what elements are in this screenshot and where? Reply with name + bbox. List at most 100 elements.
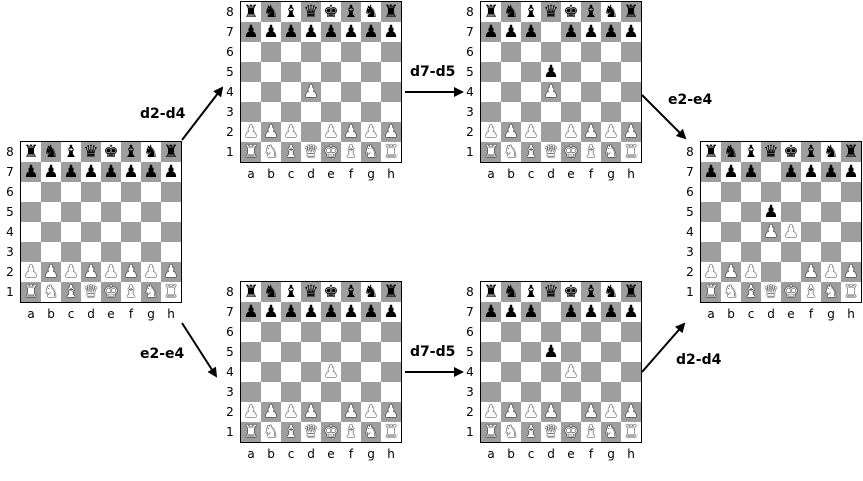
square-e3 bbox=[561, 382, 581, 402]
square-d3 bbox=[541, 382, 561, 402]
move-label-bottom-second: d7-d5 bbox=[410, 344, 456, 360]
square-d2 bbox=[761, 262, 781, 282]
square-a2: ♟ bbox=[241, 402, 261, 422]
square-d7: ♟ bbox=[301, 302, 321, 322]
black-rook-icon: ♜ bbox=[843, 141, 859, 162]
file-label: b bbox=[727, 307, 735, 321]
square-e3 bbox=[561, 102, 581, 122]
square-e8: ♚ bbox=[101, 142, 121, 162]
square-f5 bbox=[581, 342, 601, 362]
black-pawn-icon: ♟ bbox=[283, 21, 299, 42]
square-d8: ♛ bbox=[301, 282, 321, 302]
white-king-icon: ♚ bbox=[783, 281, 799, 302]
white-rook-icon: ♜ bbox=[483, 141, 499, 162]
square-f3 bbox=[581, 102, 601, 122]
square-d6 bbox=[301, 42, 321, 62]
rank-label: 2 bbox=[226, 125, 234, 139]
white-pawn-icon: ♟ bbox=[563, 121, 579, 142]
square-f7: ♟ bbox=[341, 302, 361, 322]
black-pawn-icon: ♟ bbox=[103, 161, 119, 182]
square-h6 bbox=[381, 322, 401, 342]
square-g7: ♟ bbox=[361, 302, 381, 322]
square-a7: ♟ bbox=[481, 22, 501, 42]
square-g1: ♞ bbox=[141, 282, 161, 302]
square-h2: ♟ bbox=[381, 402, 401, 422]
square-h4 bbox=[621, 362, 641, 382]
file-label: e bbox=[567, 447, 575, 461]
square-d4 bbox=[81, 222, 101, 242]
rank-label: 4 bbox=[226, 85, 234, 99]
square-d3 bbox=[301, 382, 321, 402]
square-h1: ♜ bbox=[381, 142, 401, 162]
black-pawn-icon: ♟ bbox=[763, 201, 779, 222]
square-e7: ♟ bbox=[781, 162, 801, 182]
square-f6 bbox=[121, 182, 141, 202]
white-pawn-icon: ♟ bbox=[103, 261, 119, 282]
rank-label: 2 bbox=[686, 265, 694, 279]
black-pawn-icon: ♟ bbox=[523, 301, 539, 322]
file-label: a bbox=[247, 447, 255, 461]
square-d6 bbox=[541, 42, 561, 62]
file-label: b bbox=[267, 167, 275, 181]
square-g4 bbox=[141, 222, 161, 242]
square-h6 bbox=[621, 42, 641, 62]
square-b7: ♟ bbox=[501, 22, 521, 42]
black-pawn-icon: ♟ bbox=[263, 301, 279, 322]
square-h5 bbox=[381, 342, 401, 362]
black-king-icon: ♚ bbox=[783, 141, 799, 162]
file-label: a bbox=[487, 447, 495, 461]
rank-label: 3 bbox=[226, 385, 234, 399]
square-f6 bbox=[581, 42, 601, 62]
white-knight-icon: ♞ bbox=[503, 421, 519, 442]
square-c8: ♝ bbox=[521, 282, 541, 302]
black-queen-icon: ♛ bbox=[543, 1, 559, 22]
square-g6 bbox=[361, 322, 381, 342]
black-knight-icon: ♞ bbox=[263, 1, 279, 22]
file-label: f bbox=[348, 447, 354, 461]
square-g1: ♞ bbox=[821, 282, 841, 302]
square-e8: ♚ bbox=[561, 2, 581, 22]
square-a5 bbox=[481, 342, 501, 362]
square-c8: ♝ bbox=[741, 142, 761, 162]
square-a5 bbox=[701, 202, 721, 222]
white-pawn-icon: ♟ bbox=[243, 401, 259, 422]
square-h8: ♜ bbox=[621, 2, 641, 22]
square-g2: ♟ bbox=[361, 402, 381, 422]
square-c7: ♟ bbox=[281, 302, 301, 322]
arrow-d5-to-final-bottom bbox=[641, 322, 686, 373]
rank-label: 8 bbox=[466, 285, 474, 299]
white-pawn-icon: ♟ bbox=[843, 261, 859, 282]
square-a4 bbox=[701, 222, 721, 242]
square-a6 bbox=[701, 182, 721, 202]
square-f6 bbox=[341, 322, 361, 342]
square-a4 bbox=[481, 362, 501, 382]
square-a2: ♟ bbox=[481, 402, 501, 422]
file-label: e bbox=[107, 307, 115, 321]
square-f1: ♝ bbox=[341, 422, 361, 442]
square-h8: ♜ bbox=[381, 282, 401, 302]
move-label-top-third: e2-e4 bbox=[668, 92, 713, 108]
square-f8: ♝ bbox=[581, 282, 601, 302]
square-e7: ♟ bbox=[321, 302, 341, 322]
white-rook-icon: ♜ bbox=[383, 421, 399, 442]
square-g1: ♞ bbox=[361, 422, 381, 442]
square-e2: ♟ bbox=[101, 262, 121, 282]
square-f2: ♟ bbox=[581, 402, 601, 422]
square-e4 bbox=[321, 82, 341, 102]
square-h8: ♜ bbox=[161, 142, 181, 162]
square-d5: ♟ bbox=[761, 202, 781, 222]
square-f7: ♟ bbox=[341, 22, 361, 42]
square-f8: ♝ bbox=[121, 142, 141, 162]
black-knight-icon: ♞ bbox=[43, 141, 59, 162]
square-c1: ♝ bbox=[281, 422, 301, 442]
rank-label: 8 bbox=[6, 145, 14, 159]
black-rook-icon: ♜ bbox=[623, 281, 639, 302]
square-c2: ♟ bbox=[281, 122, 301, 142]
square-c1: ♝ bbox=[281, 142, 301, 162]
black-pawn-icon: ♟ bbox=[83, 161, 99, 182]
square-f2: ♟ bbox=[341, 402, 361, 422]
black-knight-icon: ♞ bbox=[723, 141, 739, 162]
square-b8: ♞ bbox=[261, 2, 281, 22]
square-b5 bbox=[501, 62, 521, 82]
rank-label: 1 bbox=[226, 425, 234, 439]
